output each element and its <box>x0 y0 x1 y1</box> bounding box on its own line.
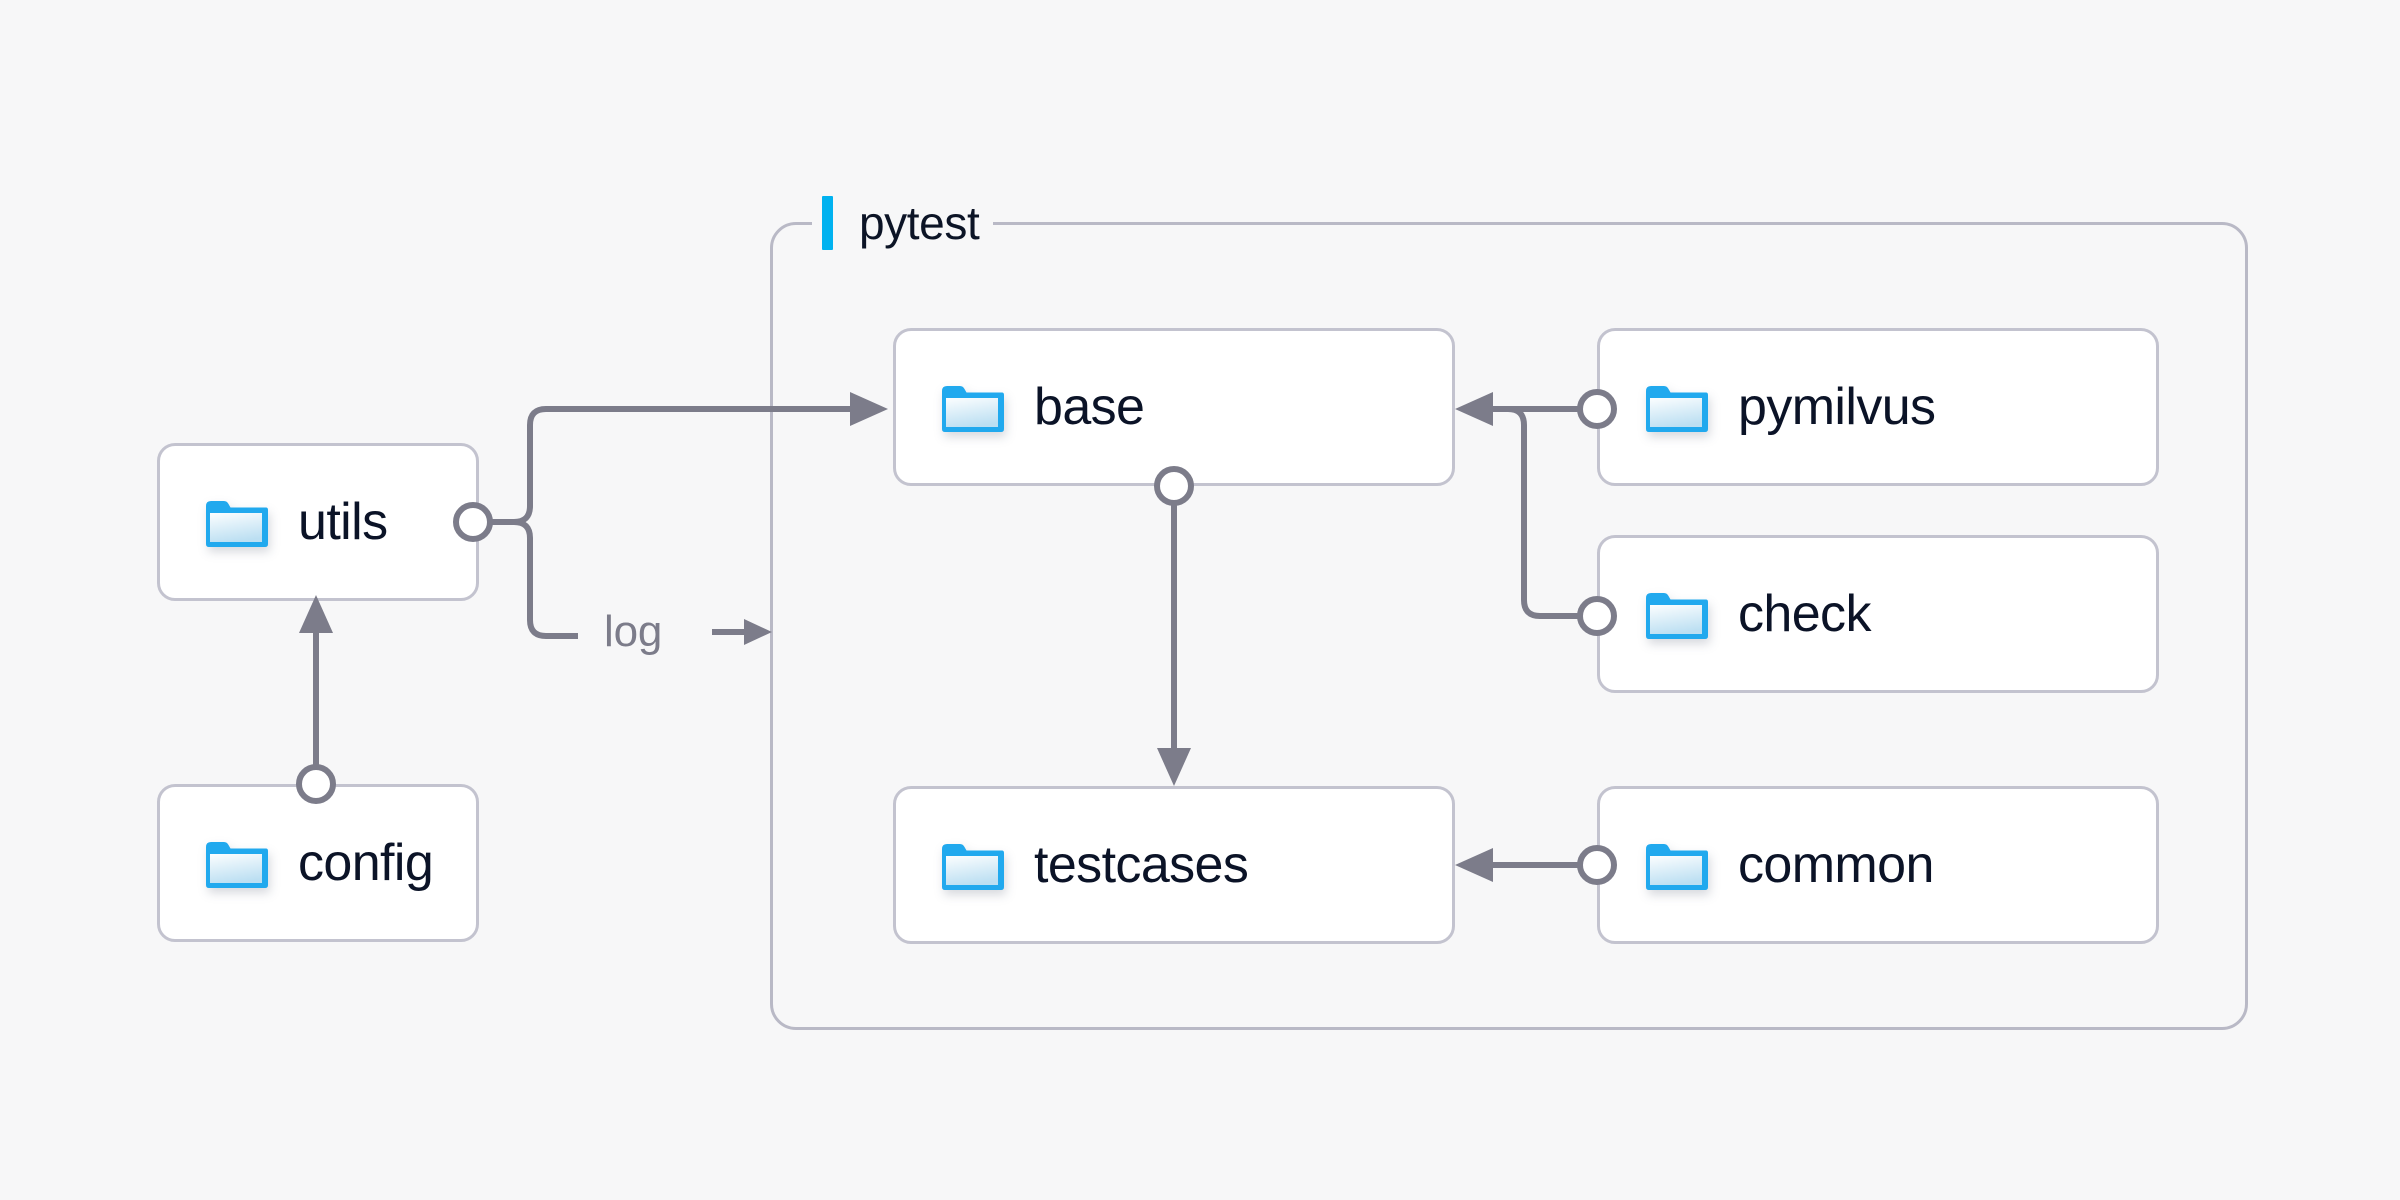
edge-utils-log <box>490 519 578 639</box>
node-common[interactable]: common <box>1597 786 2159 944</box>
node-testcases[interactable]: testcases <box>893 786 1455 944</box>
node-testcases-label: testcases <box>1034 836 1249 894</box>
node-check[interactable]: check <box>1597 535 2159 693</box>
folder-icon <box>204 496 268 548</box>
node-pymilvus[interactable]: pymilvus <box>1597 328 2159 486</box>
node-check-label: check <box>1738 585 1871 643</box>
node-common-label: common <box>1738 836 1934 894</box>
folder-icon <box>940 839 1004 891</box>
folder-icon <box>1644 381 1708 433</box>
folder-icon <box>940 381 1004 433</box>
folder-icon <box>1644 839 1708 891</box>
node-utils-label: utils <box>298 493 388 551</box>
node-config-label: config <box>298 834 434 892</box>
folder-icon <box>204 837 268 889</box>
group-pytest-label-text: pytest <box>859 197 980 249</box>
edge-label-log: log <box>604 607 663 656</box>
node-base[interactable]: base <box>893 328 1455 486</box>
edge-config-utils <box>296 595 336 804</box>
group-accent-bar <box>822 196 833 250</box>
group-pytest-label: pytest <box>812 192 994 254</box>
node-base-label: base <box>1034 378 1145 436</box>
folder-icon <box>1644 588 1708 640</box>
node-pymilvus-label: pymilvus <box>1738 378 1936 436</box>
node-config[interactable]: config <box>157 784 479 942</box>
edge-log-arrow <box>712 619 772 645</box>
node-utils[interactable]: utils <box>157 443 479 601</box>
